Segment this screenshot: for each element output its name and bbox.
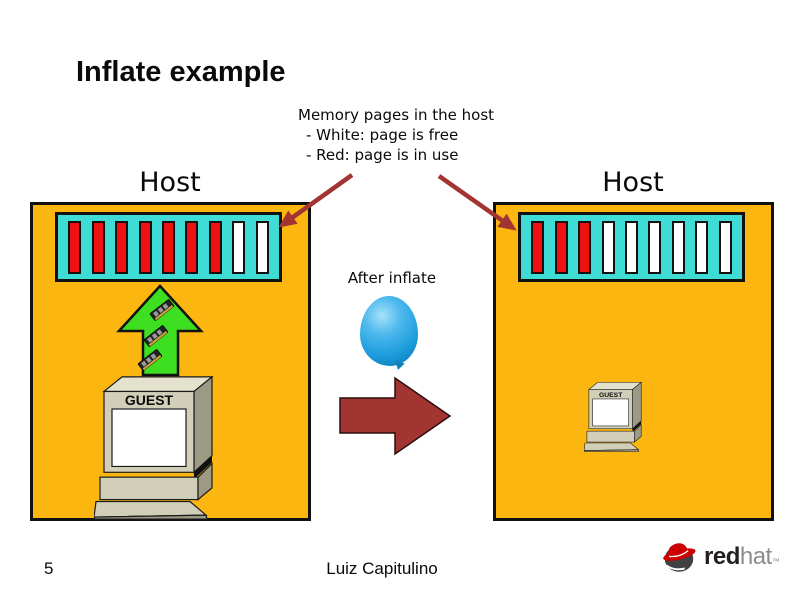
memory-page-in_use xyxy=(161,220,175,274)
shadowman-icon xyxy=(663,543,696,572)
redhat-wordmark: redhat™ xyxy=(704,543,780,571)
balloon-image xyxy=(360,296,418,366)
right-arrow-shape xyxy=(339,376,452,456)
memory-page-in_use xyxy=(68,220,82,274)
logo-word-red: red xyxy=(704,543,740,570)
legend-white-line: - White: page is free xyxy=(306,126,459,144)
memory-page-free xyxy=(718,220,732,274)
ram-chip-icon xyxy=(137,349,163,371)
memory-page-in_use xyxy=(554,220,568,274)
right-guest-computer: GUEST xyxy=(584,381,643,452)
memory-page-free xyxy=(255,220,269,274)
memory-page-in_use xyxy=(115,220,129,274)
memory-page-free xyxy=(232,220,246,274)
page-number: 5 xyxy=(44,559,54,578)
monitor-screen xyxy=(592,398,629,427)
keyboard xyxy=(94,500,208,520)
redhat-logo: redhat™ xyxy=(660,539,780,575)
left-guest-label: GUEST xyxy=(125,392,174,408)
memory-legend: Memory pages in the host - White: page i… xyxy=(298,105,494,165)
memory-page-in_use xyxy=(91,220,105,274)
left-host-label: Host xyxy=(139,167,201,198)
computer-base xyxy=(586,423,642,443)
keyboard xyxy=(584,442,640,452)
right-host-label: Host xyxy=(602,167,664,198)
legend-title: Memory pages in the host xyxy=(298,106,495,124)
memory-page-in_use xyxy=(138,220,152,274)
legend-red-line: - Red: page is in use xyxy=(306,146,459,164)
right-memory-strip xyxy=(518,212,745,282)
left-guest-computer: GUEST xyxy=(94,375,214,520)
memory-page-in_use xyxy=(578,220,592,274)
ram-chip-icon xyxy=(143,325,169,347)
monitor-screen xyxy=(111,408,187,468)
logo-trademark: ™ xyxy=(771,557,780,566)
monitor: GUEST xyxy=(588,381,643,433)
memory-page-free xyxy=(671,220,685,274)
monitor: GUEST xyxy=(102,375,214,480)
memory-page-free xyxy=(624,220,638,274)
right-guest-label: GUEST xyxy=(599,392,623,399)
logo-word-hat: hat xyxy=(739,543,772,570)
memory-page-free xyxy=(648,220,662,274)
memory-page-in_use xyxy=(531,220,545,274)
memory-page-in_use xyxy=(208,220,222,274)
memory-page-free xyxy=(695,220,709,274)
footer-author: Luiz Capitulino xyxy=(326,559,438,578)
computer-base xyxy=(99,462,213,501)
inflate-up-arrow xyxy=(116,284,204,377)
left-memory-strip xyxy=(55,212,282,282)
memory-page-free xyxy=(601,220,615,274)
memory-page-in_use xyxy=(185,220,199,274)
transition-arrow xyxy=(339,376,452,456)
after-inflate-label: After inflate xyxy=(347,269,437,287)
right-host-box xyxy=(493,202,774,521)
page-title: Inflate example xyxy=(76,56,286,88)
ram-chip-icon xyxy=(149,299,175,321)
